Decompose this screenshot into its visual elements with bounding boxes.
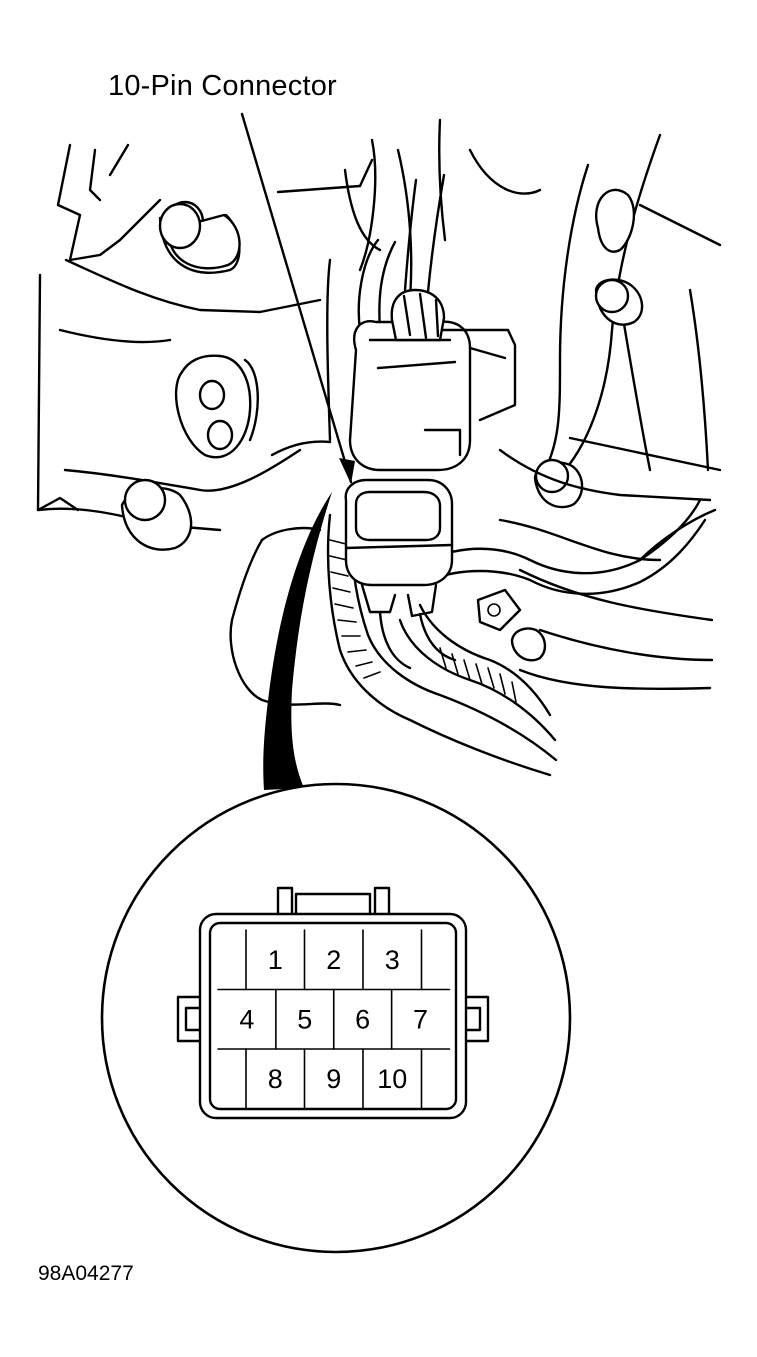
pin-label: 6	[355, 1004, 370, 1034]
pin-label: 10	[377, 1064, 407, 1094]
pin-grid: 1 2 3 4 5 6 7 8 9 10	[217, 929, 451, 1110]
pin-label: 2	[326, 945, 341, 975]
pin-label: 3	[385, 945, 400, 975]
pin-label: 4	[239, 1004, 254, 1034]
detail-wedge	[263, 492, 332, 790]
pin-label: 1	[268, 945, 283, 975]
pin-label: 7	[413, 1004, 428, 1034]
pin-label: 9	[326, 1064, 341, 1094]
pin-label: 8	[268, 1064, 283, 1094]
engine-linework	[36, 118, 722, 777]
connector-callout-label: 10-Pin Connector	[108, 70, 337, 102]
connector-face: 1 2 3 4 5 6 7 8 9 10	[176, 886, 490, 1120]
pin-label: 5	[297, 1004, 312, 1034]
figure-id: 98A04277	[38, 1262, 134, 1285]
callout-leader	[240, 112, 355, 484]
